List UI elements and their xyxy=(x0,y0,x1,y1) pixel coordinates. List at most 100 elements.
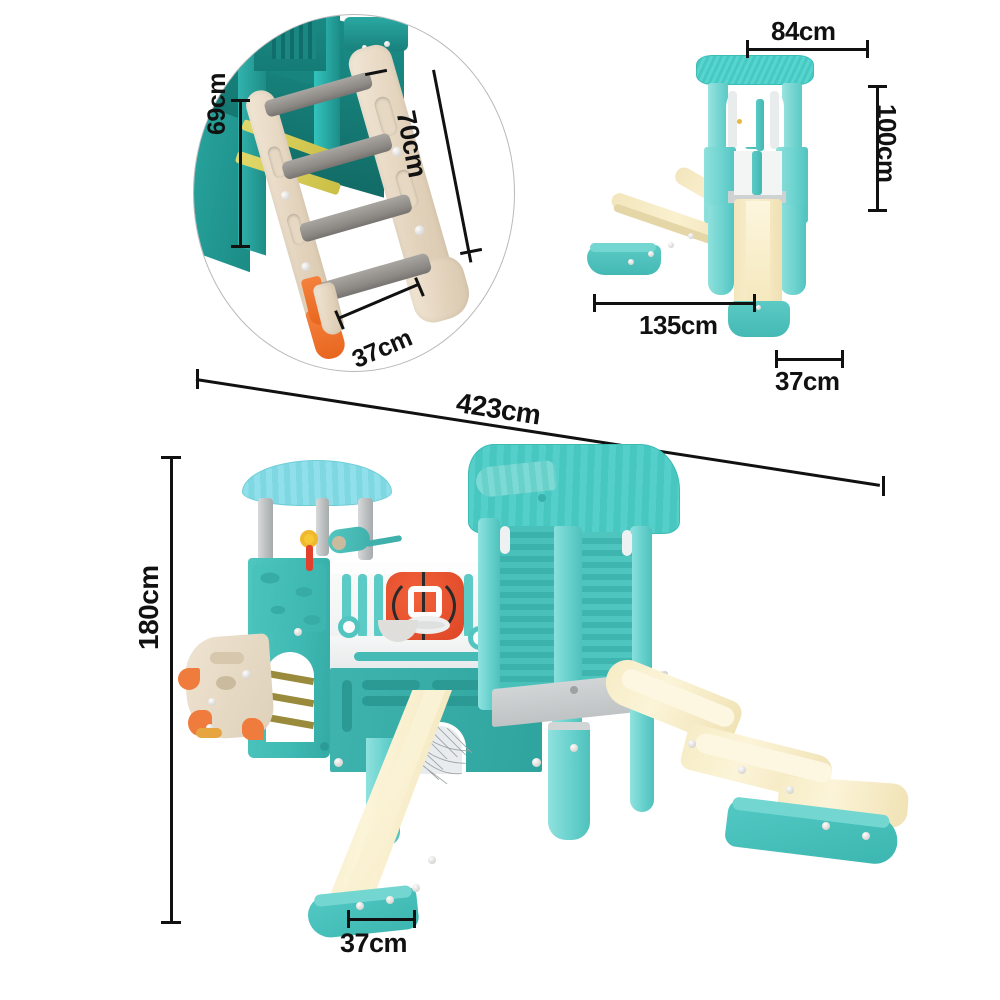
tower-arch-frame-right xyxy=(770,91,779,149)
dim-tick-left xyxy=(775,350,778,368)
dim-tick-left xyxy=(196,369,199,389)
lower-panel-slot xyxy=(432,680,522,690)
fence-bar xyxy=(342,574,351,638)
slide-end-lip xyxy=(590,243,656,252)
animal-fin xyxy=(242,718,264,740)
back-slats xyxy=(272,15,316,59)
right-leg-center xyxy=(548,730,590,840)
basketball-hoop-square xyxy=(408,586,442,618)
screw-cap xyxy=(688,233,694,239)
right-post-frontleft xyxy=(478,518,500,710)
dim-tick-top xyxy=(231,99,250,102)
dim-tick-right xyxy=(841,350,844,368)
dim-line-slide-base-main xyxy=(347,918,415,921)
screw-cap xyxy=(688,740,696,748)
screw-cap xyxy=(208,698,216,706)
ladder-closeup-scene xyxy=(194,15,514,371)
toy-handle xyxy=(306,545,313,571)
dim-label-tower-height: 100cm xyxy=(872,104,902,183)
dim-tick-left xyxy=(593,294,596,312)
animal-eye xyxy=(216,676,236,690)
screw-cap xyxy=(737,119,742,124)
slide-chute-highlight xyxy=(746,201,770,313)
screw-cap xyxy=(822,822,830,830)
dim-tick-top xyxy=(161,456,181,459)
dim-line-slide-base-side xyxy=(775,358,843,361)
right-post-right xyxy=(630,526,652,702)
right-leg-right xyxy=(630,702,654,812)
tower-upright-inner-2 xyxy=(756,99,764,151)
screw-cap xyxy=(538,494,546,502)
tower-arch-frame-left xyxy=(728,91,737,149)
screw-cap xyxy=(756,305,761,310)
dim-tick-right xyxy=(413,910,416,928)
screw-cap xyxy=(648,251,654,257)
dim-tick-right xyxy=(882,476,885,496)
screw-cap xyxy=(532,758,541,767)
screw-cap xyxy=(862,832,870,840)
screw-cap xyxy=(356,902,364,910)
animal-slot xyxy=(210,652,244,664)
screw-cap xyxy=(294,628,302,636)
bowl-accessory xyxy=(378,620,418,642)
screw-cap xyxy=(242,670,251,679)
tower-upright-left xyxy=(708,83,728,151)
lower-panel-slot xyxy=(362,680,420,690)
dim-tick-right xyxy=(866,40,869,58)
dim-line-top-width xyxy=(746,48,868,51)
screw-cap xyxy=(628,259,634,265)
screw-cap xyxy=(386,896,394,904)
product-main-view xyxy=(170,440,910,950)
dim-line-tower-height xyxy=(876,86,879,212)
tower-roof xyxy=(696,55,814,85)
left-tower-texture xyxy=(252,564,326,632)
screw-cap xyxy=(320,742,329,751)
dim-line-overall-height xyxy=(170,456,173,924)
dim-line-ladder-height xyxy=(239,99,242,247)
screw-cap xyxy=(786,786,794,794)
screw-cap xyxy=(384,41,390,47)
fence-bar xyxy=(464,574,473,638)
tower-mid-rail xyxy=(752,151,762,195)
animal-ear-top xyxy=(178,668,200,690)
tower-upright-right xyxy=(782,83,802,151)
dim-tick-top xyxy=(868,85,887,88)
fence-bar xyxy=(374,574,383,638)
lower-panel-slot xyxy=(342,680,352,732)
left-post-front xyxy=(258,498,273,570)
screw-cap xyxy=(412,884,420,892)
side-elevation-view xyxy=(587,55,880,355)
left-post-mid xyxy=(316,498,329,556)
lower-panel-slot xyxy=(362,696,420,706)
screw-cap xyxy=(334,758,343,767)
toy-telescope-lens xyxy=(332,536,346,550)
dim-label-top-width: 84cm xyxy=(771,16,836,46)
screw-cap xyxy=(570,744,578,752)
screw-cap xyxy=(428,856,436,864)
dim-label-overall-width: 423cm xyxy=(454,387,543,431)
tower-leg-right xyxy=(780,205,806,295)
dim-label-slide-base-main: 37cm xyxy=(340,928,408,958)
screw-cap xyxy=(668,242,674,248)
basketball-seam-curve xyxy=(392,576,456,636)
lower-panel-slot xyxy=(432,696,522,706)
dim-tick-left xyxy=(746,40,749,58)
dim-line-slide-run xyxy=(593,302,755,305)
dim-tick-bottom xyxy=(868,209,887,212)
right-tower-arch-white xyxy=(500,526,510,554)
dim-label-slide-run: 135cm xyxy=(639,310,718,340)
right-tower-back-wall xyxy=(500,526,554,698)
dim-label-slide-base-side: 37cm xyxy=(775,366,840,396)
dim-label-overall-height: 180cm xyxy=(133,565,164,650)
fence-bar xyxy=(358,574,367,638)
screw-cap xyxy=(738,766,746,774)
screw-cap xyxy=(570,686,578,694)
tower-leg-left xyxy=(708,205,734,295)
dim-label-ladder-height: 69cm xyxy=(203,73,231,135)
right-tower-arch-white-2 xyxy=(622,530,632,556)
dim-tick-right xyxy=(753,294,756,312)
dim-tick-left xyxy=(347,910,350,928)
cup-holder-left xyxy=(338,616,360,638)
center-fence-bottom-strip xyxy=(354,652,502,661)
